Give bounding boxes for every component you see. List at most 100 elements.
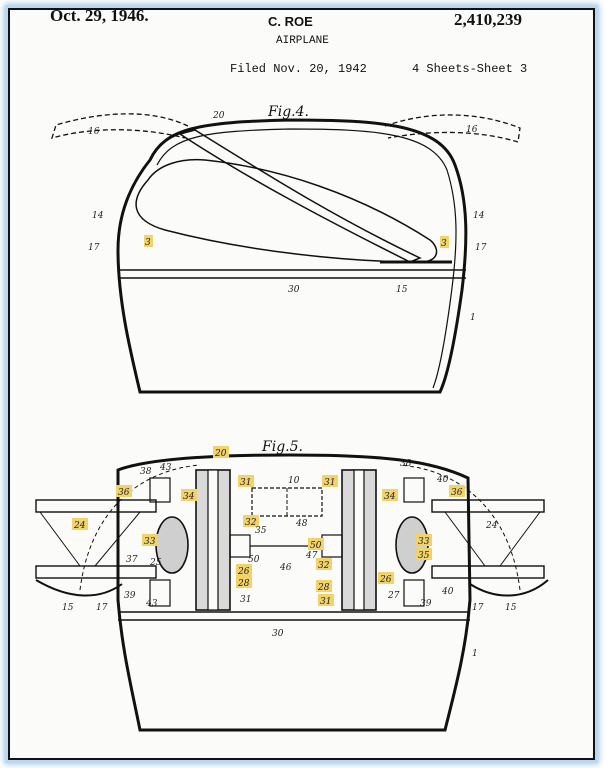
- fig5-ref-28-right: 28: [317, 583, 330, 593]
- fig5-ref-40-bottom: 40: [441, 587, 454, 597]
- fig5-swing-arc-left: [79, 464, 201, 591]
- fig5-wing-brace-left-b: [94, 511, 141, 567]
- fig5-ref-32-left: 32: [245, 518, 257, 528]
- fig5-ref-39-left: 39: [124, 591, 136, 601]
- fig5-ref-46: 46: [279, 563, 292, 573]
- fig5-wing-brace-left-a: [39, 511, 81, 567]
- fig5-ref-48: 48: [295, 519, 308, 529]
- fig5-ref-1: 1: [472, 649, 478, 659]
- fig5-ref-34-left: 34: [183, 492, 195, 502]
- fig4-ref-14-right: 14: [473, 211, 485, 221]
- fig4-fuselage-inner: [156, 128, 457, 389]
- fig5-references: 20 43 38 38 40 36 36 34 34 31 31 10 24 2…: [62, 446, 517, 659]
- fig5-shaft-right: [353, 469, 365, 611]
- inventor-name: C. ROE: [268, 14, 313, 29]
- fig5-ref-26-left: 26: [237, 567, 250, 577]
- fig5-ref-26-left-highlight: [236, 564, 252, 576]
- fig5-ref-10: 10: [288, 476, 300, 486]
- fig5-ref-36-right: 36: [451, 488, 463, 498]
- fig5-ref-20-highlight: [213, 446, 229, 458]
- fig5-ref-38-right: 38: [400, 459, 412, 469]
- fig5-swing-arc-right: [399, 464, 521, 591]
- figure-4: Fig.4.: [51, 104, 521, 394]
- fig5-label: Fig.5.: [261, 439, 303, 455]
- fig5-ref-39-right: 39: [420, 599, 432, 609]
- fig5-ref-33-right-highlight: [416, 534, 432, 546]
- fig5-shaft-left: [207, 469, 219, 611]
- fig5-wing-brace-right-b: [444, 511, 486, 567]
- fig5-ref-33-left: 33: [144, 537, 156, 547]
- fig5-wing-brace-right-a: [499, 511, 541, 567]
- fig5-ref-34-left-highlight: [181, 489, 197, 501]
- fig5-bracket-top-right: [403, 477, 425, 503]
- patent-date: Oct. 29, 1946.: [50, 6, 149, 25]
- fig5-fairing-right: [469, 579, 549, 597]
- fig5-ref-37: 37: [126, 555, 138, 565]
- fig4-ref-14-left: 14: [92, 211, 104, 221]
- fig5-ref-20: 20: [214, 449, 227, 459]
- fig5-ref-28-right-highlight: [316, 580, 332, 592]
- fig5-ref-31-a-highlight: [238, 475, 254, 487]
- fig5-ref-50-right-highlight: [308, 538, 324, 550]
- patent-sheet: [8, 8, 595, 760]
- fig5-ref-43-top: 43: [159, 463, 172, 473]
- fig5-ref-34-right-highlight: [382, 489, 398, 501]
- fig4-wing-left-dashed: [51, 113, 189, 139]
- sheet-count: 4 Sheets-Sheet 3: [412, 62, 528, 76]
- fig4-ref-20: 20: [212, 111, 225, 121]
- fig5-ref-24-right: 24: [485, 521, 498, 531]
- fig4-fuselage-shell: [116, 118, 468, 394]
- fig4-ref-3-right-highlight: [440, 236, 449, 248]
- fig5-ref-24-left-highlight: [72, 518, 88, 530]
- fig5-ref-15-left: 15: [62, 603, 74, 613]
- fig5-ref-31-b: 31: [324, 478, 335, 488]
- fig5-fuselage-shell: [116, 453, 472, 732]
- fig5-fairing-left: [35, 579, 123, 597]
- fig5-ref-26-right-highlight: [378, 572, 394, 584]
- fig4-ref-15: 15: [396, 285, 408, 295]
- fig5-ref-31-c: 31: [240, 595, 251, 605]
- fig5-ref-43-bottom: 43: [145, 599, 158, 609]
- fig4-fold-panel: [178, 129, 422, 263]
- fig5-ref-36-left-highlight: [116, 485, 132, 497]
- fig5-ref-40-top: 40: [436, 475, 449, 485]
- fig5-ref-36-right-highlight: [449, 485, 465, 497]
- fig5-ref-25: 25: [149, 558, 162, 568]
- fig5-ref-35-right-highlight: [416, 548, 432, 560]
- fig4-references: 20 16 16 14 14 17 17 3 3 30 15 1: [88, 111, 487, 323]
- fig5-ref-17-left: 17: [96, 603, 108, 613]
- fig5-ref-32-right: 32: [318, 561, 330, 571]
- fig5-ref-50-left: 50: [248, 555, 260, 565]
- fig5-ref-26-right: 26: [379, 575, 392, 585]
- fig5-ref-24-left: 24: [73, 521, 86, 531]
- fig4-ref-3-right: 3: [441, 239, 447, 249]
- fig5-ref-32-left-highlight: [243, 515, 259, 527]
- fig5-ref-28-left-highlight: [236, 576, 252, 588]
- fig4-ref-17-left: 17: [88, 243, 100, 253]
- fig5-ref-36-left: 36: [118, 488, 130, 498]
- fig4-label: Fig.4.: [267, 104, 309, 120]
- patent-number: 2,410,239: [454, 10, 522, 29]
- fig5-ref-33-left-highlight: [142, 534, 158, 546]
- fig5-ref-17-right: 17: [472, 603, 484, 613]
- fig5-bracket-bottom-right: [403, 579, 425, 607]
- fig5-wing-spar-lower-right: [431, 565, 545, 579]
- fig4-ref-16-right: 16: [466, 125, 478, 135]
- filing-date: Filed Nov. 20, 1942: [230, 62, 367, 76]
- fig4-ref-30: 30: [288, 285, 300, 295]
- fig5-ref-15-right: 15: [505, 603, 517, 613]
- fig5-ref-34-right: 34: [384, 492, 396, 502]
- fig4-ref-3-left-highlight: [144, 235, 153, 247]
- fig5-wing-spar-upper-right: [431, 499, 545, 513]
- fig5-coupling-right: [321, 534, 343, 558]
- fig5-ref-35-right: 35: [418, 551, 430, 561]
- patent-title: AIRPLANE: [276, 35, 329, 47]
- fig5-ref-33-right: 33: [418, 537, 430, 547]
- fig5-ref-31-b-highlight: [322, 475, 338, 487]
- fig4-ref-1: 1: [470, 313, 476, 323]
- fig4-ref-16-left: 16: [88, 127, 100, 137]
- fig5-ref-50-right: 50: [310, 541, 322, 551]
- fig5-bracket-bottom-left: [149, 579, 171, 607]
- fig4-wing-section-stowed: [135, 158, 438, 263]
- fig5-ref-31-a: 31: [240, 478, 251, 488]
